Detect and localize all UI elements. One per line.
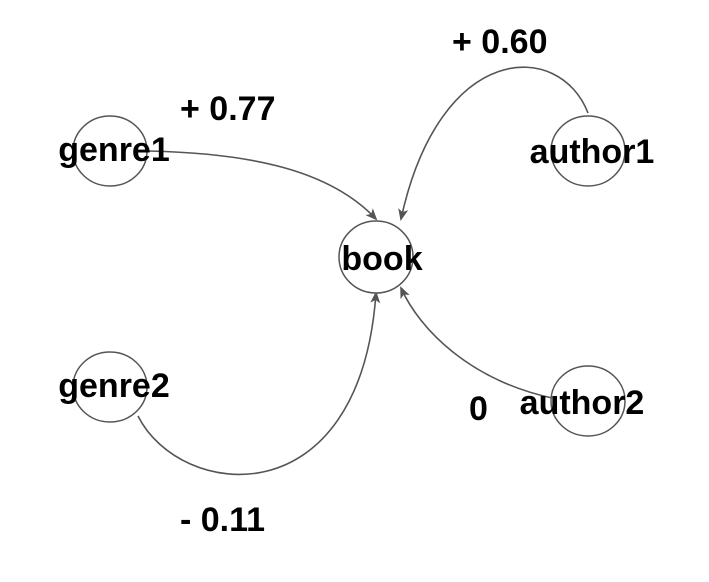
edge-label-genre1-book: + 0.77 [180,90,275,128]
node-label-book: book [341,240,422,278]
node-label-genre2: genre2 [58,367,170,405]
node-genre1: genre1 [58,115,170,187]
edge-label-author1-book: + 0.60 [452,23,547,61]
edge-author1-to-book [398,66,589,221]
node-label-author1: author1 [530,133,655,171]
node-label-author2: author2 [520,384,645,422]
node-genre2: genre2 [58,351,170,423]
node-book: book [338,220,423,294]
node-author1: author1 [530,115,655,187]
edge-label-genre2-book: - 0.11 [180,501,265,539]
edge-author2-to-book [400,286,553,399]
node-author2: author2 [520,365,645,437]
edge-genre1-to-book [146,150,378,221]
edge-label-author2-book: 0 [469,390,488,428]
node-label-genre1: genre1 [58,131,170,169]
edge-genre2-to-book [137,291,381,476]
